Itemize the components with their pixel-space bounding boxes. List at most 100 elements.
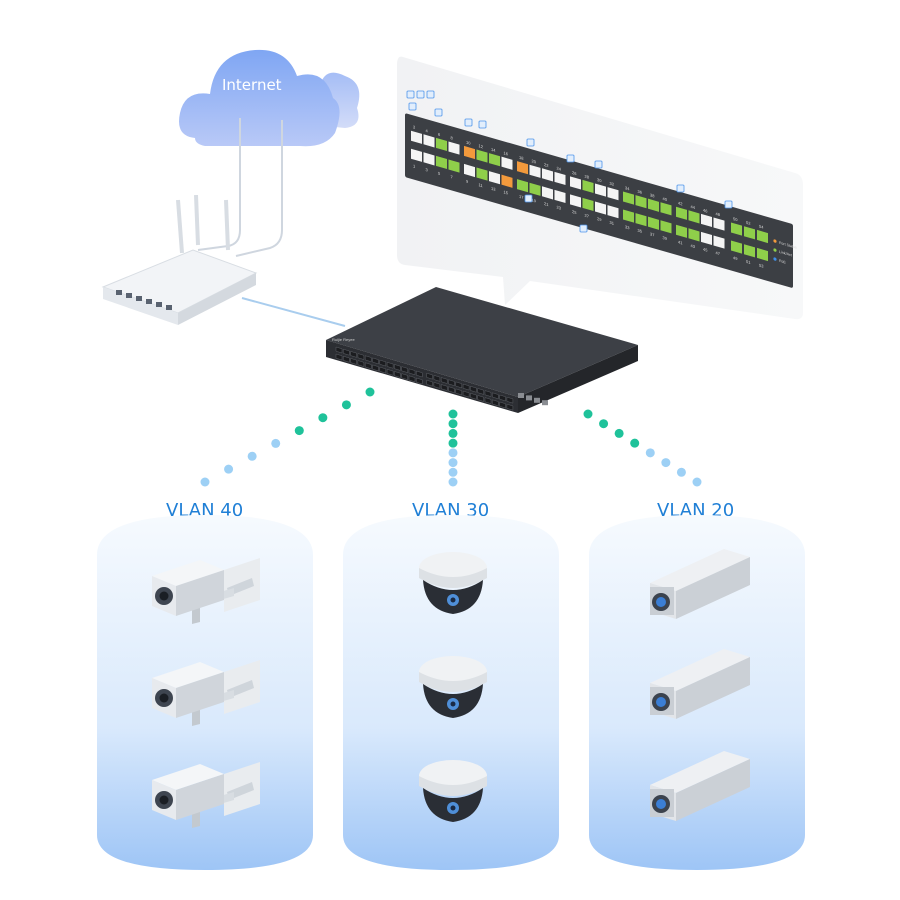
port-5 <box>436 137 447 152</box>
router-icon <box>98 195 258 330</box>
port-8 <box>448 159 460 173</box>
switch-port <box>477 395 484 402</box>
switch-port <box>477 388 484 395</box>
connector-dot <box>692 477 702 487</box>
connector-dot <box>676 467 686 477</box>
connector-dot <box>224 464 234 474</box>
uplink-port <box>744 244 755 258</box>
connector-dot <box>247 451 257 461</box>
switch-sfp-port <box>542 400 548 406</box>
switch-port <box>416 377 423 385</box>
port-number-bottom: 7 <box>451 174 454 180</box>
switch-port <box>440 377 448 384</box>
connector-dot <box>583 409 593 419</box>
switch-port <box>343 355 350 363</box>
switch-port <box>357 353 365 360</box>
switch-port <box>394 364 401 371</box>
switch-brand-label: Ruijie Reyee <box>332 337 355 342</box>
port-47 <box>713 217 725 231</box>
switch-port <box>484 397 492 404</box>
port-28 <box>582 197 594 212</box>
port-number-top: 30 <box>597 177 602 183</box>
vlan-30-group <box>343 515 559 870</box>
port-number-top: 10 <box>466 140 471 146</box>
port-7 <box>448 141 460 155</box>
port-number-bottom: 39 <box>663 235 668 241</box>
switch-port <box>394 371 401 378</box>
port-number-bottom: 37 <box>650 231 655 237</box>
internet-cloud-icon <box>175 28 365 158</box>
switch-port <box>401 366 408 373</box>
switch-port <box>462 390 470 398</box>
port-31 <box>607 187 619 201</box>
vlan-tag-icon <box>524 194 533 203</box>
port-34 <box>623 209 634 223</box>
vlan-tag-icon <box>408 102 417 111</box>
uplink-number-bottom: 49 <box>733 255 738 261</box>
port-27 <box>582 179 594 194</box>
port-22 <box>542 186 553 200</box>
port-12 <box>476 167 488 181</box>
port-29 <box>595 183 606 197</box>
switch-port <box>416 370 423 378</box>
port-number-bottom: 21 <box>544 201 549 207</box>
port-30 <box>595 201 606 215</box>
port-42 <box>676 224 687 238</box>
switch-port <box>484 390 492 397</box>
port-number-top: 34 <box>625 185 630 191</box>
port-3 <box>423 134 435 148</box>
port-number-bottom: 1 <box>413 163 416 169</box>
dome-camera-icon <box>413 756 493 828</box>
legend-dot <box>773 257 777 261</box>
port-26 <box>570 194 581 208</box>
switch-port <box>448 379 455 386</box>
port-number-bottom: 9 <box>466 179 469 185</box>
port-2 <box>411 148 422 162</box>
vlan-tag-icon <box>406 90 415 99</box>
uplink-number-top: 54 <box>759 224 764 230</box>
port-41 <box>676 206 687 220</box>
switch-port <box>492 399 499 407</box>
port-17 <box>517 161 528 175</box>
port-number-top: 32 <box>610 181 615 187</box>
vlan-tag-icon <box>426 90 435 99</box>
switch-port <box>408 368 416 376</box>
port-number-top: 38 <box>650 192 655 198</box>
bullet-camera-icon <box>642 645 752 725</box>
legend-label: PoE <box>779 259 786 265</box>
switch-port <box>455 388 463 396</box>
uplink-port <box>757 229 768 244</box>
port-number-bottom: 11 <box>479 182 484 188</box>
port-number-bottom: 3 <box>426 167 429 173</box>
port-number-bottom: 25 <box>572 209 577 215</box>
port-38 <box>648 216 659 230</box>
port-18 <box>517 179 528 193</box>
vlan-tag-icon <box>526 138 535 147</box>
port-37 <box>648 198 659 212</box>
port-46 <box>701 231 712 246</box>
port-number-bottom: 35 <box>638 228 643 234</box>
legend-label: Port Status <box>779 241 797 250</box>
uplink-number-top: 50 <box>733 216 738 222</box>
port-43 <box>688 210 700 224</box>
connector-dot <box>448 409 458 419</box>
port-number-bottom: 31 <box>610 220 615 226</box>
port-number-top: 20 <box>532 158 537 164</box>
switch-port <box>506 396 514 404</box>
port-33 <box>623 191 634 205</box>
connector-dot <box>448 419 458 429</box>
port-number-bottom: 33 <box>625 224 630 230</box>
switch-port <box>379 359 387 367</box>
port-number-top: 26 <box>572 170 577 176</box>
port-number-top: 16 <box>504 150 509 156</box>
port-14 <box>489 171 500 185</box>
uplink-port <box>731 240 742 254</box>
connector-dot <box>341 400 351 410</box>
connector-dot <box>630 438 640 448</box>
port-13 <box>489 153 500 167</box>
port-number-top: 36 <box>638 189 643 195</box>
uplink-number-bottom: 53 <box>759 263 764 269</box>
port-45 <box>701 213 712 228</box>
port-number-bottom: 47 <box>716 250 721 256</box>
port-number-top: 8 <box>451 135 454 141</box>
